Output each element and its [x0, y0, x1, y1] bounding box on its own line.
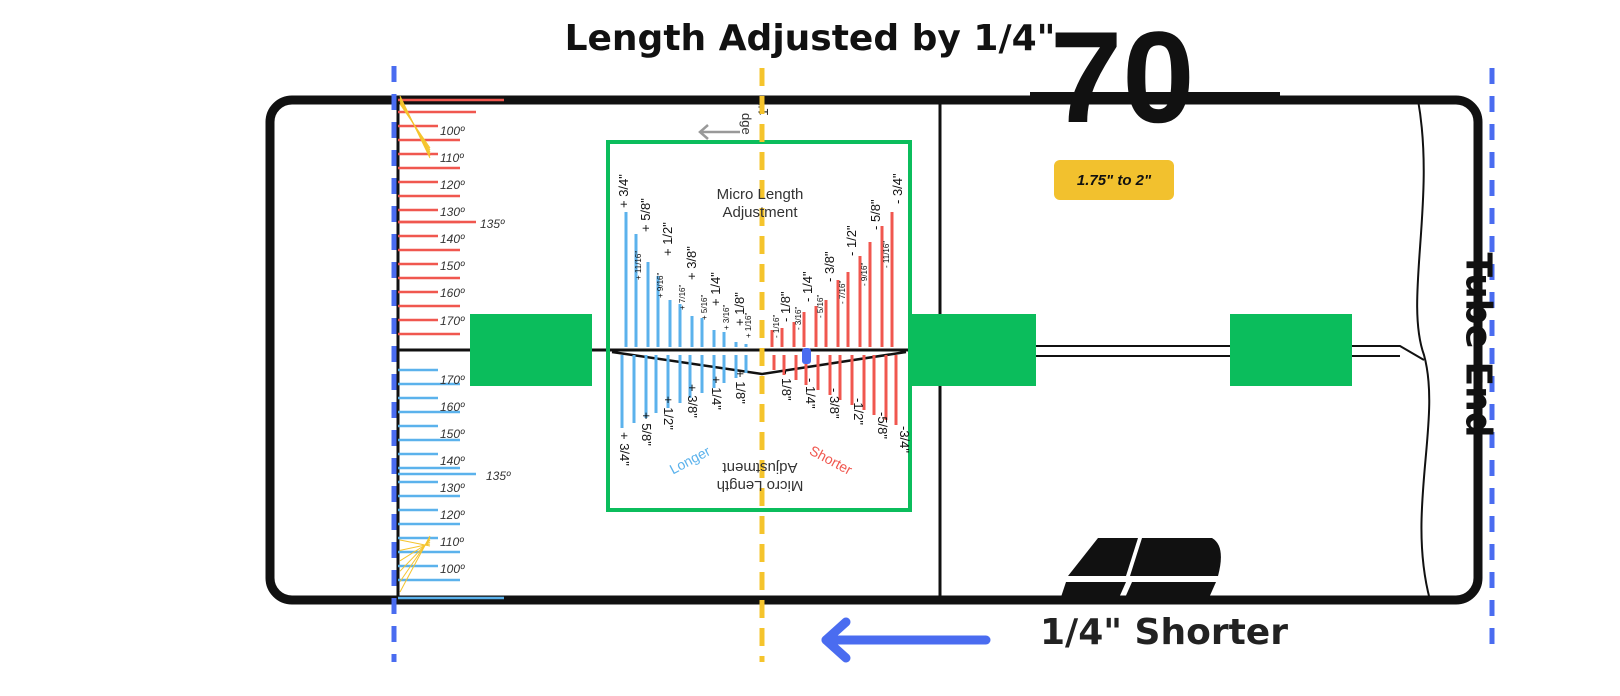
- scale-label-lower-right: -5/8": [875, 412, 890, 439]
- scale-minor-upper-right: - 1/16": [772, 315, 781, 338]
- tube-outline: [265, 95, 1483, 605]
- micro-adjust-title-flipped-line1: Micro Length: [716, 477, 804, 494]
- scale-label-lower-left: + 3/8": [685, 384, 700, 418]
- scale-label-lower-right: -3/4": [897, 426, 912, 453]
- shorter-label: 1/4" Shorter: [1040, 612, 1288, 653]
- ruler-fan-line: [399, 95, 431, 159]
- arrow-left-icon: [821, 617, 991, 663]
- scale-label-upper-right: - 3/8": [822, 251, 837, 282]
- size-number: 70: [1050, 12, 1195, 152]
- angle-label-upper: 100º: [440, 124, 465, 138]
- scale-label-lower-left: + 1/2": [661, 396, 676, 430]
- angle-135-lower: 135º: [486, 469, 511, 483]
- end-curve-1: [1416, 99, 1431, 601]
- scale-label-upper-left: + 3/4": [616, 174, 631, 208]
- angle-label-lower: 140º: [440, 454, 465, 468]
- brand-logo-mark: [1060, 538, 1221, 600]
- angle-label-lower: 160º: [440, 400, 465, 414]
- angle-label-upper: 170º: [440, 314, 465, 328]
- scale-minor-upper-right: - 7/16": [838, 281, 847, 304]
- scale-label-upper-left: + 1/2": [660, 222, 675, 256]
- angle-label-lower: 120º: [440, 508, 465, 522]
- scale-label-lower-left: + 1/8": [733, 370, 748, 404]
- slider-marker: [802, 348, 811, 364]
- micro-adjust-title: Micro Length Adjustment: [700, 186, 820, 222]
- scale-minor-upper-left: + 1/16": [744, 313, 753, 338]
- scale-label-lower-left: + 5/8": [639, 412, 654, 446]
- angle-label-upper: 120º: [440, 178, 465, 192]
- number-top-bar: [1030, 92, 1280, 100]
- page-title: Length Adjusted by 1/4": [564, 18, 1056, 59]
- scale-label-upper-left: + 5/8": [638, 198, 653, 232]
- micro-v-line: [611, 350, 907, 376]
- scale-minor-upper-left: + 9/16": [656, 273, 665, 298]
- tick-marks: [620, 212, 898, 428]
- angle-ruler: 100º 110º 120º 130º 140º 150º 160º 170º 170º 160º…: [398, 95, 511, 600]
- scale-minor-upper-right: - 11/16": [882, 241, 891, 268]
- angle-label-upper: 150º: [440, 259, 465, 273]
- scale-minor-upper-right: - 3/16": [794, 307, 803, 330]
- end-curve-2: [1030, 345, 1425, 361]
- scale-label-upper-left: + 1/8": [732, 292, 747, 326]
- micro-adjust-box: [606, 140, 912, 512]
- scale-label-upper-right: - 1/4": [800, 271, 815, 302]
- scale-label-upper-right: - 1/8": [778, 291, 793, 322]
- micro-adjust-title-flipped-line2: Adjustment: [722, 459, 798, 476]
- scale-minor-upper-left: + 5/16": [700, 295, 709, 320]
- tick-labels: + 3/4" + 5/8" + 1/2" + 3/8" + 1/4" + 1/8" + 11…: [616, 173, 912, 466]
- angle-label-upper: 140º: [440, 232, 465, 246]
- micro-adjust-title-line1: Micro Length: [716, 186, 804, 203]
- angle-label-lower: 170º: [440, 373, 465, 387]
- scale-label-lower-right: - 3/8": [827, 388, 842, 419]
- green-block-1: [470, 314, 592, 386]
- angle-label-lower: 100º: [440, 562, 465, 576]
- size-number-text: 70: [1050, 4, 1195, 150]
- angle-135-upper: 135º: [480, 217, 505, 231]
- scale-label-upper-right: - 3/4": [890, 173, 905, 204]
- scale-label-lower-right: - 1/4": [803, 378, 818, 409]
- scale-label-lower-left: + 1/4": [709, 376, 724, 410]
- angle-label-lower: 150º: [440, 427, 465, 441]
- size-range-badge: 1.75" to 2": [1054, 160, 1174, 200]
- angle-label-lower: 110º: [440, 535, 464, 549]
- tube-end-label: Tube End: [1457, 252, 1499, 438]
- micro-adjust-title-line2: Adjustment: [722, 204, 798, 221]
- green-block-3: [1230, 314, 1352, 386]
- scale-minor-upper-right: - 5/16": [816, 295, 825, 318]
- ruler-fan-line: [399, 535, 431, 593]
- scale-label-upper-right: - 1/2": [844, 225, 859, 256]
- scale-minor-upper-left: + 11/16": [634, 251, 643, 280]
- scale-label-lower-right: -1/2": [851, 398, 866, 425]
- angle-label-upper: 130º: [440, 205, 465, 219]
- angle-label-lower: 130º: [440, 481, 465, 495]
- scale-minor-upper-left: + 3/16": [722, 305, 731, 330]
- angle-label-upper: 160º: [440, 286, 465, 300]
- edge-label: dge: [739, 113, 754, 135]
- green-block-2: [912, 314, 1036, 386]
- scale-label-lower-left: + 3/4": [617, 432, 632, 466]
- scale-minor-upper-right: - 9/16": [860, 263, 869, 286]
- edge-arrow-icon: [698, 124, 740, 140]
- angle-label-upper: 110º: [440, 151, 464, 165]
- scale-label-upper-left: + 3/8": [684, 246, 699, 280]
- micro-adjust-title-flipped: Micro Length Adjustment: [700, 458, 820, 494]
- scale-label-upper-left: + 1/4": [708, 272, 723, 306]
- scale-minor-upper-left: + 7/16": [678, 285, 687, 310]
- scale-label-lower-right: - 1/8": [779, 370, 794, 401]
- scale-label-upper-right: - 5/8": [868, 199, 883, 230]
